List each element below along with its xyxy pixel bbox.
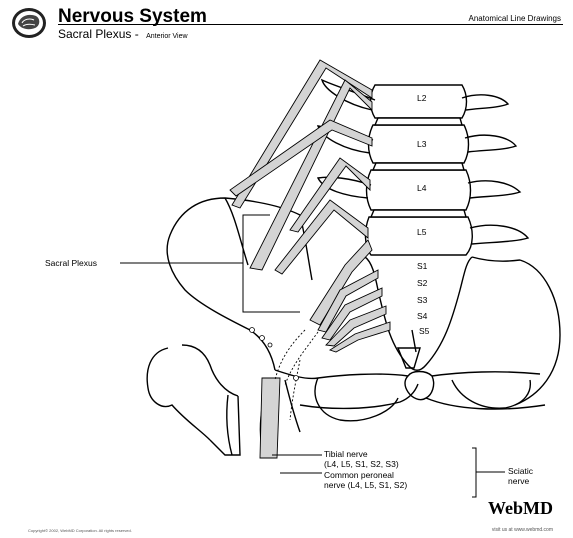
webmd-logo: WebMD bbox=[488, 498, 553, 519]
sacral-label-s2: S2 bbox=[417, 278, 427, 288]
sciatic-nerve bbox=[260, 378, 280, 458]
sacral-plexus-label: Sacral Plexus bbox=[45, 258, 97, 268]
sciatic-line-2: nerve bbox=[508, 476, 533, 486]
vertebra-label-l3: L3 bbox=[417, 139, 426, 149]
tibial-nerve-name: Tibial nerve bbox=[324, 449, 399, 459]
sciatic-bracket bbox=[472, 448, 476, 497]
sacral-label-s4: S4 bbox=[417, 311, 427, 321]
sacral-label-s5: S5 bbox=[419, 326, 429, 336]
sciatic-nerve-label: Sciatic nerve bbox=[508, 466, 533, 486]
common-peroneal-label: Common peroneal nerve (L4, L5, S1, S2) bbox=[324, 470, 407, 490]
header-divider bbox=[58, 24, 563, 25]
common-peroneal-roots: nerve (L4, L5, S1, S2) bbox=[324, 480, 407, 490]
tibial-nerve-label: Tibial nerve (L4, L5, S1, S2, S3) bbox=[324, 449, 399, 469]
tibial-nerve-roots: (L4, L5, S1, S2, S3) bbox=[324, 459, 399, 469]
sacral-plexus-diagram bbox=[0, 50, 573, 510]
vertebra-label-l2: L2 bbox=[417, 93, 426, 103]
view-label: Anterior View bbox=[146, 33, 188, 40]
vertebra-label-l4: L4 bbox=[417, 183, 426, 193]
nerve-iliohypogastric bbox=[250, 80, 372, 270]
brain-logo-icon bbox=[10, 6, 48, 40]
copyright-text: Copyright© 2002, WebMD Corporation. All … bbox=[28, 528, 132, 533]
femur-head bbox=[147, 348, 210, 440]
vertebra-label-l5: L5 bbox=[417, 227, 426, 237]
site-url[interactable]: visit us at www.webmd.com bbox=[492, 527, 553, 533]
sciatic-line-1: Sciatic bbox=[508, 466, 533, 476]
page-subtitle: Sacral Plexus - Anterior View bbox=[58, 27, 188, 41]
subtitle-text: Sacral Plexus bbox=[58, 27, 131, 41]
header: Nervous System Sacral Plexus - Anterior … bbox=[0, 0, 573, 48]
sacral-label-s1: S1 bbox=[417, 261, 427, 271]
sacral-label-s3: S3 bbox=[417, 295, 427, 305]
common-peroneal-name: Common peroneal bbox=[324, 470, 407, 480]
collection-label: Anatomical Line Drawings bbox=[469, 14, 562, 23]
subtitle-separator: - bbox=[135, 27, 139, 41]
